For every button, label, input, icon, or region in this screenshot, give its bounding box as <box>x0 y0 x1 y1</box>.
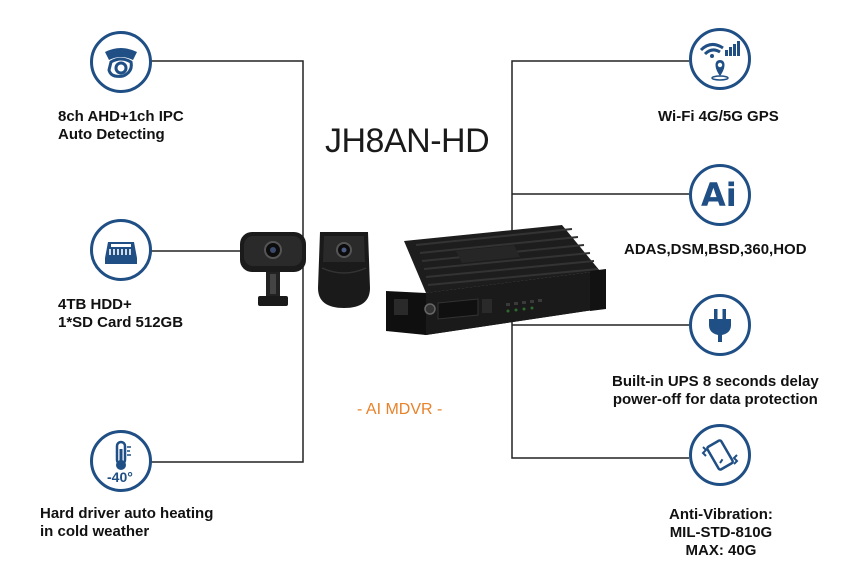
feature-heating-label: Hard driver auto heating in cold weather <box>40 505 213 541</box>
feature-ai-label: ADAS,DSM,BSD,360,HOD <box>624 241 807 259</box>
feature-camera-line-1: 8ch AHD+1ch IPC <box>58 108 184 125</box>
feature-camera-label: 8ch AHD+1ch IPC Auto Detecting <box>58 108 184 144</box>
vibration-phone-icon <box>689 424 751 486</box>
feature-vibration-line-3: MAX: 40G <box>685 542 757 559</box>
feature-vibration-line-1: Anti-Vibration: <box>669 506 773 523</box>
hdd-icon <box>90 219 152 281</box>
dashcam-stand-image <box>240 232 306 306</box>
feature-storage-label: 4TB HDD+ 1*SD Card 512GB <box>58 296 183 332</box>
driver-camera-image <box>318 232 370 308</box>
feature-heating-line-2: in cold weather <box>40 523 150 540</box>
feature-ups-line-2: power-off for data protection <box>612 391 818 408</box>
feature-storage-line-2: 1*SD Card 512GB <box>58 314 184 331</box>
feature-connectivity-line-1: Wi-Fi 4G/5G GPS <box>658 108 779 125</box>
camera-icon <box>90 31 152 93</box>
product-title: JH8AN-HD <box>325 122 490 160</box>
feature-ai-line-1: ADAS,DSM,BSD,360,HOD <box>624 241 807 258</box>
ai-icon: Ai <box>689 164 751 226</box>
feature-camera-line-2: Auto Detecting <box>58 126 165 143</box>
product-subtitle: - AI MDVR - <box>357 401 443 418</box>
feature-ups-label: Built-in UPS 8 seconds delay power-off f… <box>612 373 819 409</box>
feature-heating-line-1: Hard driver auto heating <box>40 505 214 522</box>
wifi-gps-icon <box>689 28 751 90</box>
ai-icon-text: Ai <box>701 176 737 214</box>
feature-storage-line-1: 4TB HDD+ <box>58 296 132 313</box>
feature-connectivity-label: Wi-Fi 4G/5G GPS <box>658 108 779 126</box>
mdvr-device-image <box>386 225 606 335</box>
thermometer-icon-text: -40° <box>107 469 133 485</box>
thermometer-icon: -40° <box>90 430 152 492</box>
plug-icon <box>689 294 751 356</box>
feature-vibration-line-2: MIL-STD-810G <box>669 524 773 541</box>
feature-vibration-label: Anti-Vibration: MIL-STD-810G MAX: 40G <box>669 506 773 560</box>
feature-ups-line-1: Built-in UPS 8 seconds delay <box>612 373 819 390</box>
